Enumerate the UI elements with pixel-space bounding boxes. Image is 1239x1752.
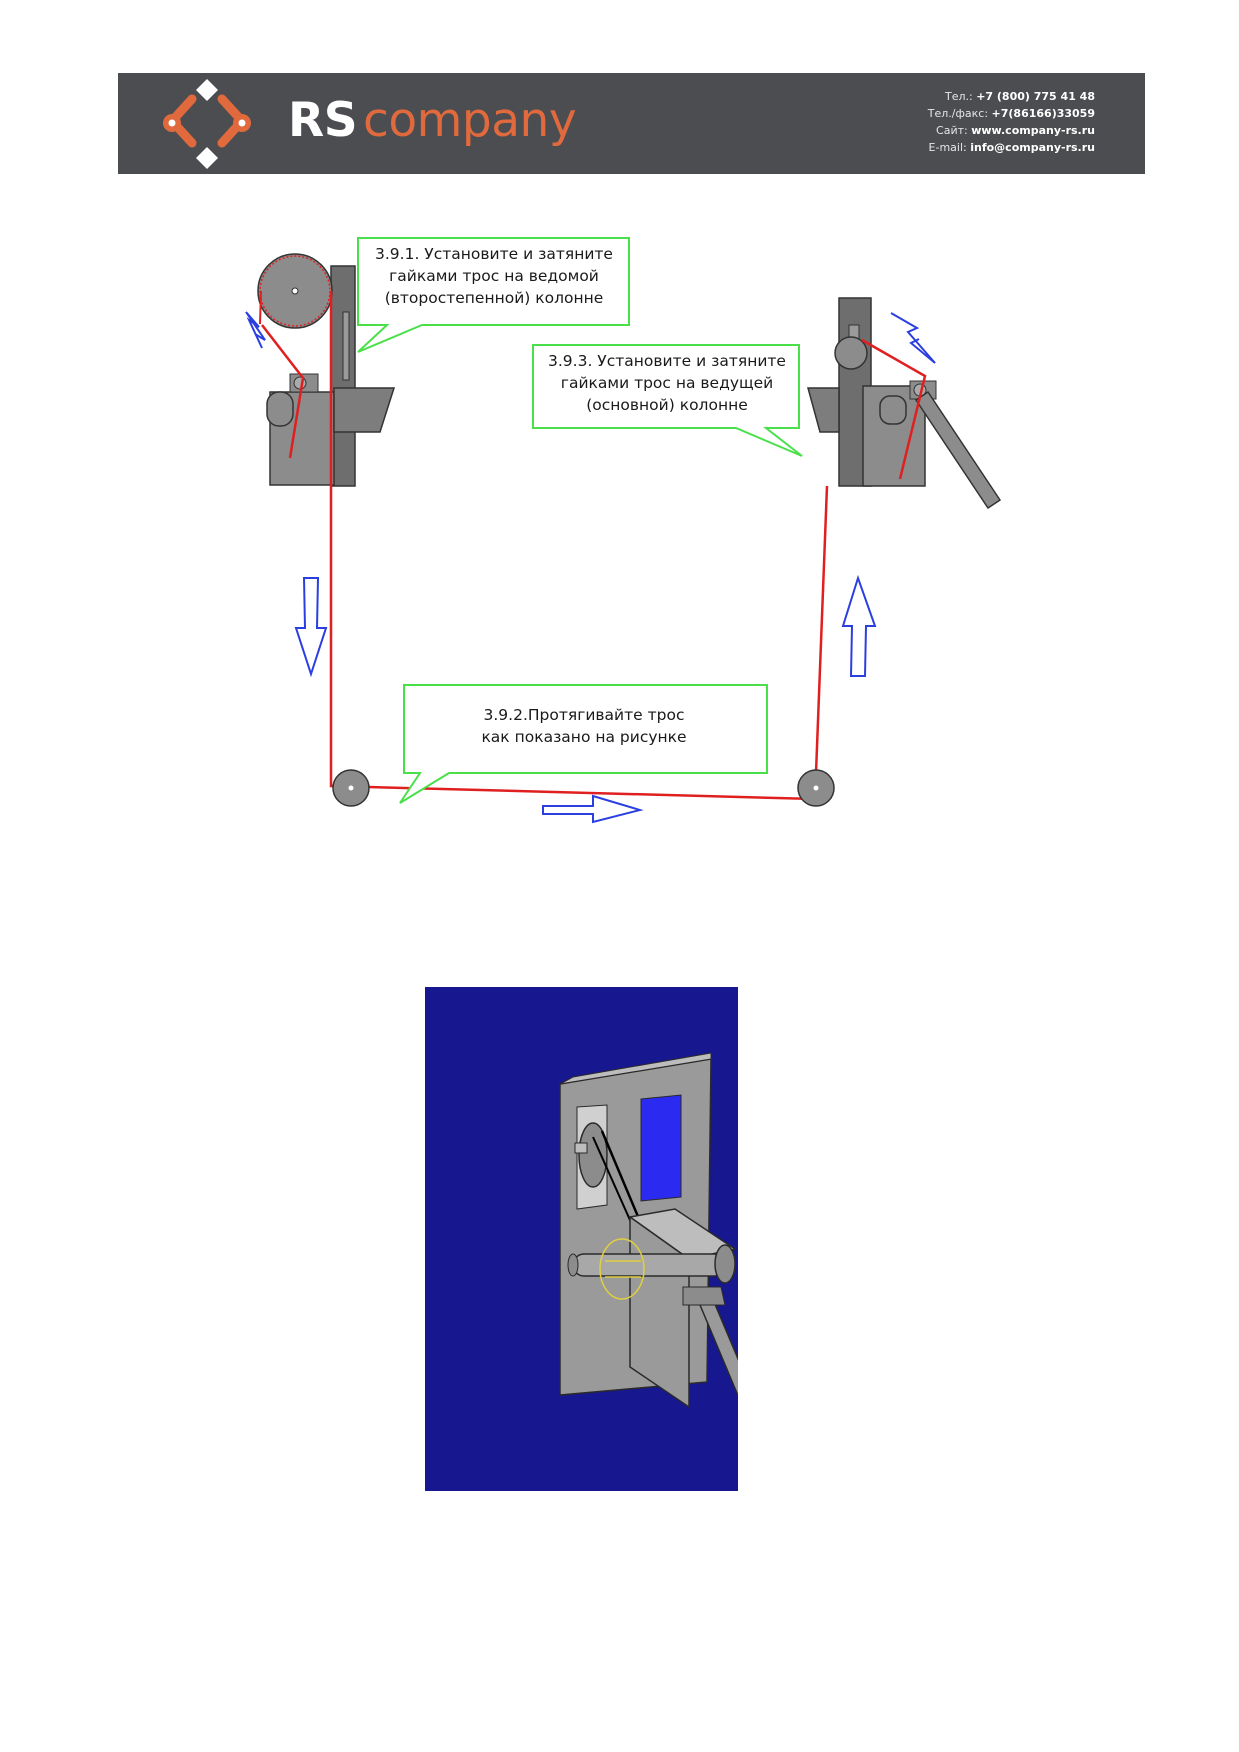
callout-step-392 bbox=[399, 684, 768, 804]
phone-line: Тел.: +7 (800) 775 41 48 bbox=[944, 90, 1095, 103]
email-line: E-mail: info@company-rs.ru bbox=[928, 141, 1095, 154]
fax-line: Тел./факс: +7(86166)33059 bbox=[927, 107, 1095, 120]
site-line: Сайт: www.company-rs.ru bbox=[936, 124, 1095, 137]
bottom-pulleys bbox=[332, 769, 835, 807]
brand-company: company bbox=[363, 93, 577, 148]
rs-logo-icon bbox=[163, 79, 251, 169]
fax-number[interactable]: +7(86166)33059 bbox=[991, 107, 1095, 120]
window-right bbox=[640, 1094, 682, 1202]
callout-step-391 bbox=[357, 237, 630, 353]
rotation-indicator-icon bbox=[599, 1238, 645, 1300]
left-column bbox=[257, 253, 396, 487]
direction-arrows bbox=[245, 311, 936, 824]
callout-bubbles bbox=[357, 237, 803, 804]
winch-render-image bbox=[425, 987, 738, 1491]
brand-rs: RS bbox=[288, 93, 358, 148]
contact-block: Тел.: +7 (800) 775 41 48 Тел./факс: +7(8… bbox=[928, 88, 1095, 156]
lightning-arrow-left-icon bbox=[245, 311, 266, 349]
callout-text-step-393: 3.9.3. Установите и затяните гайками тро… bbox=[548, 352, 786, 414]
arrow-up-icon bbox=[841, 574, 877, 677]
cable-path bbox=[329, 291, 829, 801]
site-link[interactable]: www.company-rs.ru bbox=[971, 124, 1095, 137]
phone-number[interactable]: +7 (800) 775 41 48 bbox=[976, 90, 1095, 103]
callout-text-step-391: 3.9.1. Установите и затяните гайками тро… bbox=[375, 245, 613, 307]
lightning-arrow-right-icon bbox=[890, 312, 936, 364]
arrow-down-icon bbox=[294, 577, 328, 678]
callout-text-step-392: 3.9.2.Протягивайте трос как показано на … bbox=[481, 706, 687, 746]
email-link[interactable]: info@company-rs.ru bbox=[970, 141, 1095, 154]
callout-step-393 bbox=[532, 344, 803, 457]
right-column bbox=[807, 297, 1002, 510]
arrow-right-icon bbox=[542, 794, 644, 824]
